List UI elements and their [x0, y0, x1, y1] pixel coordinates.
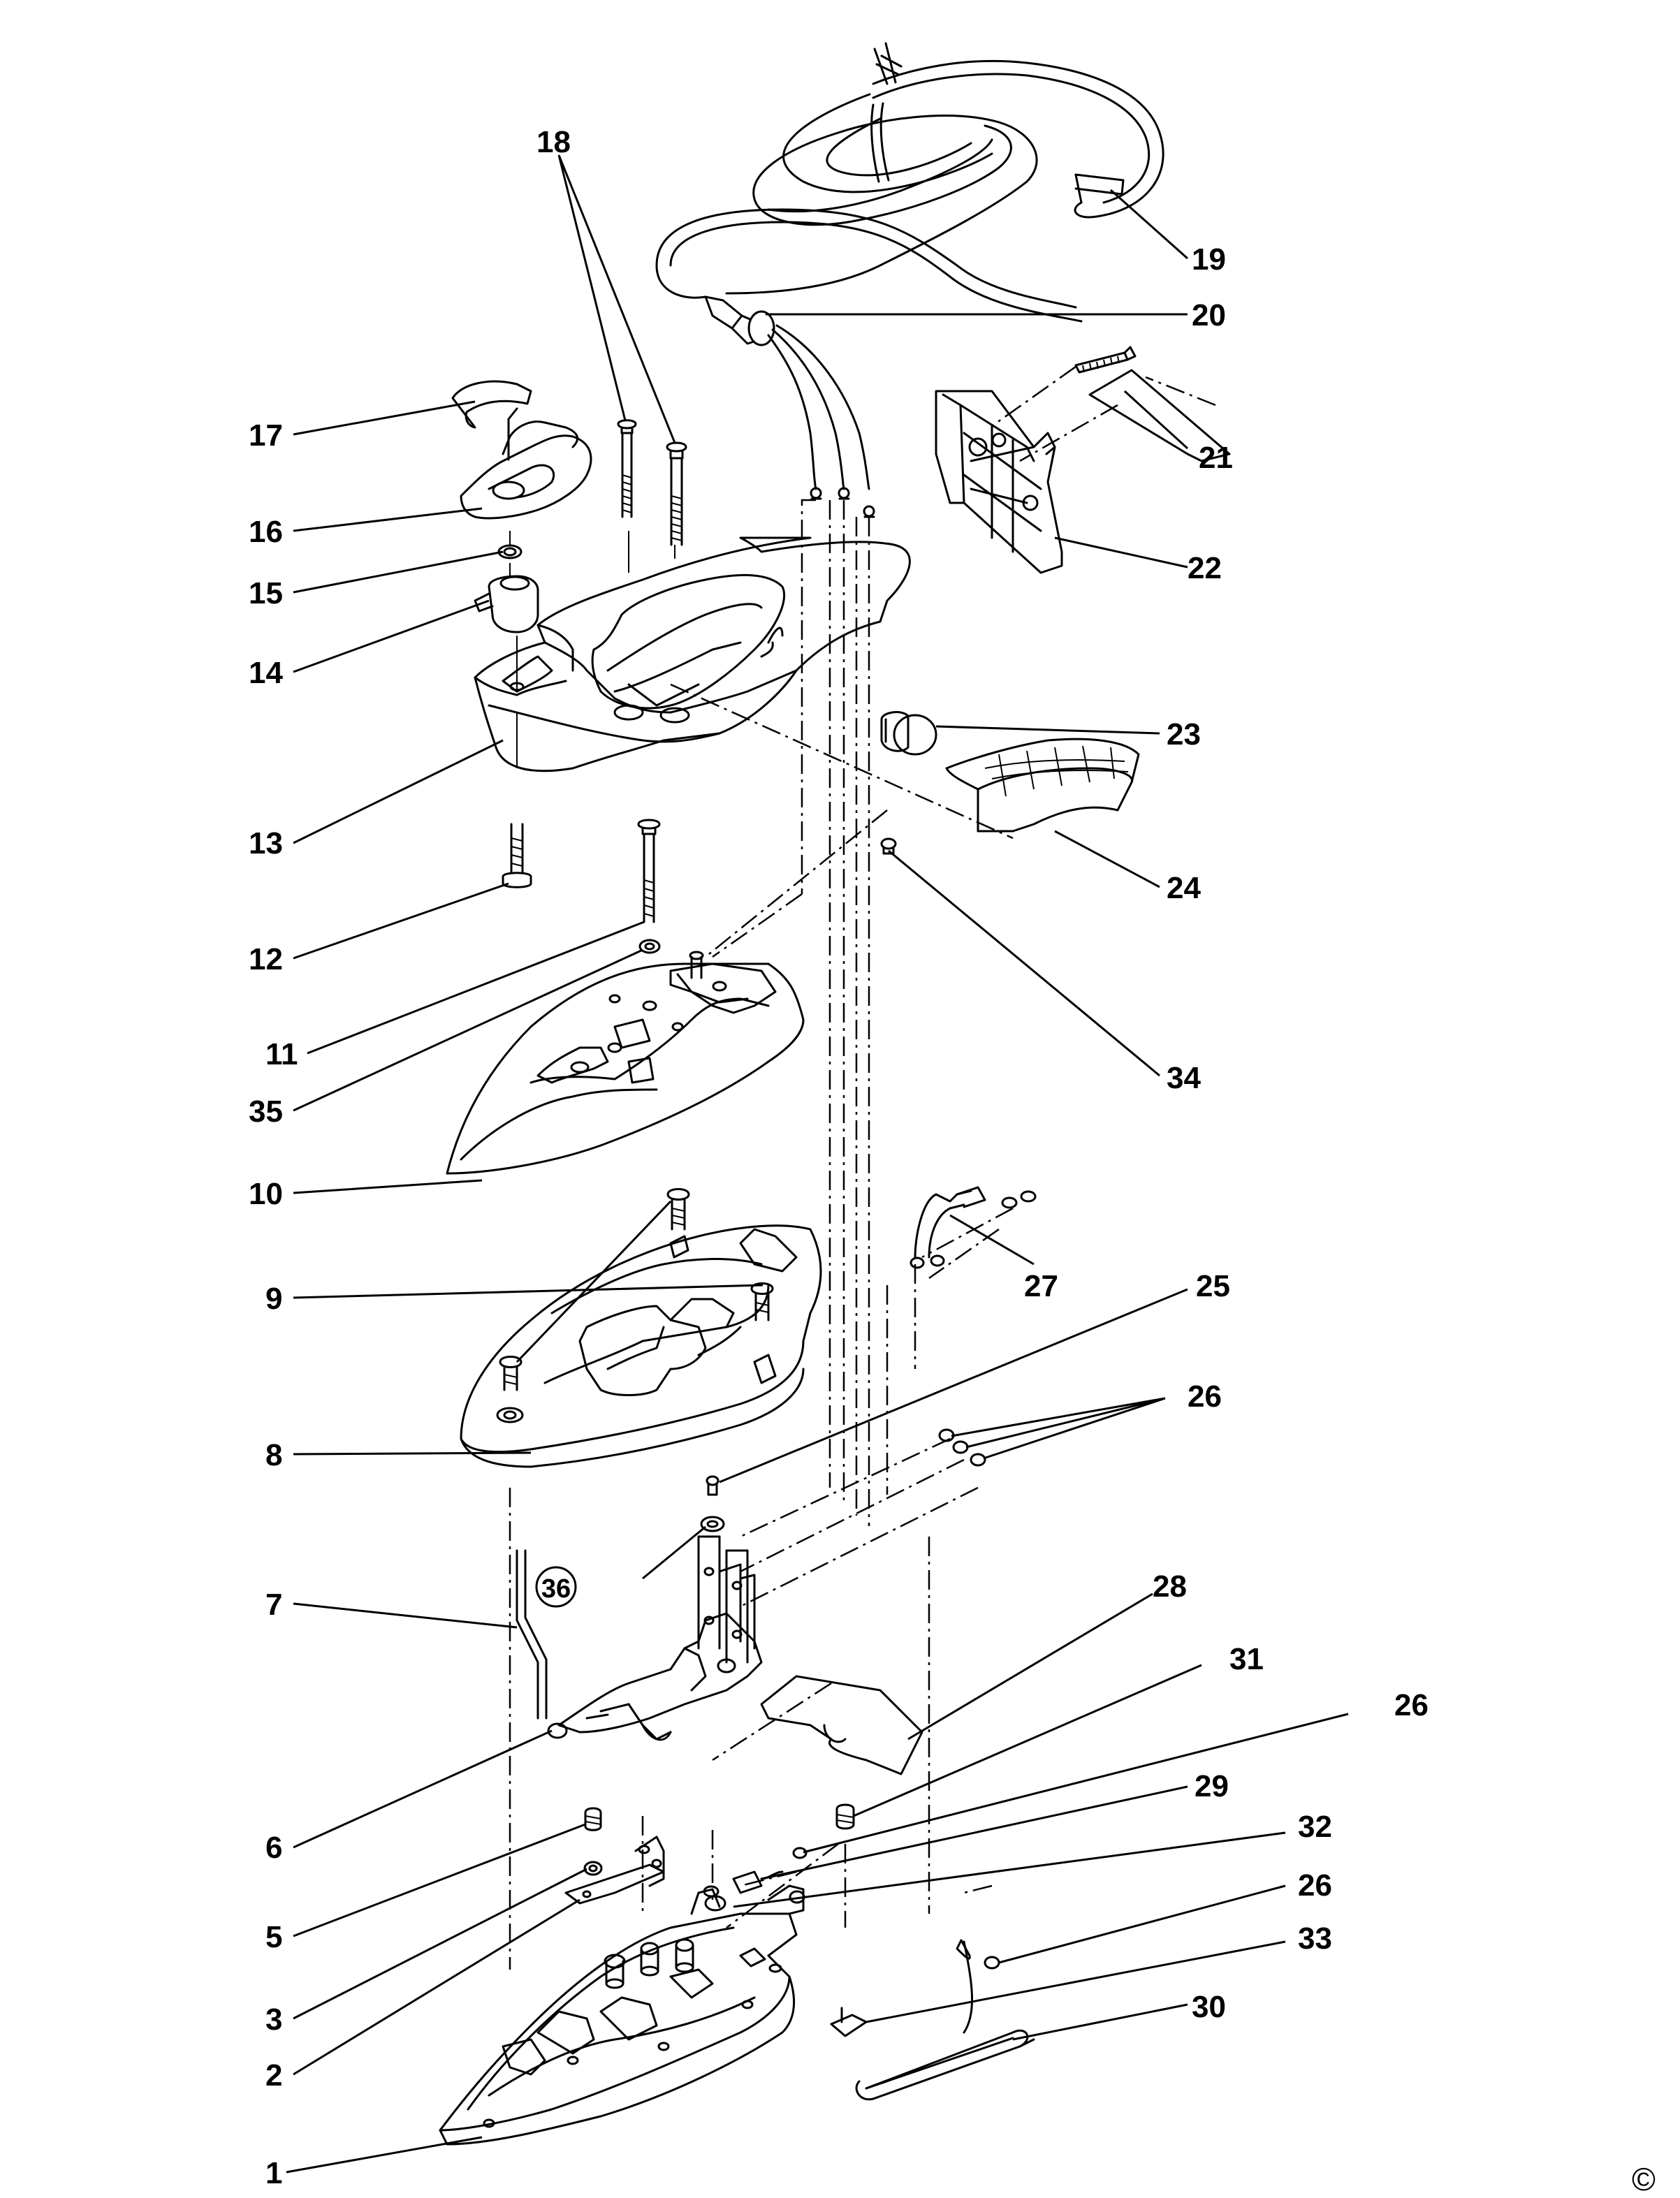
small-screw-34-drawing — [880, 837, 897, 855]
part-label-23: 23 — [1167, 717, 1201, 752]
leader-36 — [642, 1525, 706, 1580]
leader-14 — [293, 599, 490, 673]
leader-32 — [733, 1831, 1286, 1908]
part-label-5: 5 — [265, 1920, 282, 1954]
leader-2 — [293, 1898, 580, 2076]
part-label-31: 31 — [1229, 1642, 1264, 1676]
circled-label-36-text: 36 — [541, 1574, 571, 1604]
temperature-dial-drawing — [451, 380, 592, 691]
leader-31 — [853, 1664, 1202, 1817]
leader-7 — [293, 1602, 518, 1629]
copyright-mark: © — [1632, 2161, 1656, 2197]
inner-case-drawing — [460, 1224, 822, 1468]
wiring-dashdot-lines — [509, 376, 1216, 1970]
part-label-15: 15 — [249, 576, 283, 610]
part-label-7: 7 — [265, 1588, 282, 1622]
leader-25 — [719, 1288, 1188, 1483]
leader-27 — [949, 1214, 1035, 1266]
leader-21 — [1123, 390, 1189, 450]
part-label-12: 12 — [249, 942, 283, 976]
leader-33 — [865, 1940, 1286, 2023]
leader-34 — [888, 849, 1160, 1077]
leader-28 — [907, 1592, 1153, 1741]
part-label-10: 10 — [249, 1177, 283, 1211]
leader-16 — [293, 507, 483, 532]
part-label-28: 28 — [1153, 1569, 1187, 1604]
leader-22 — [1054, 536, 1188, 569]
part-labels: 1 2 3 5 6 7 8 9 10 11 35 12 13 14 15 16 … — [249, 125, 1429, 2190]
screws-12-11-drawing — [502, 819, 661, 954]
leader-15 — [293, 550, 504, 594]
leader-12 — [293, 882, 509, 960]
part-label-35: 35 — [249, 1094, 283, 1129]
part-label-24: 24 — [1167, 871, 1201, 905]
part-label-27: 27 — [1024, 1269, 1058, 1303]
part-label-11: 11 — [265, 1037, 298, 1071]
leader-29 — [761, 1785, 1188, 1880]
part-label-18: 18 — [536, 125, 571, 159]
part-label-26-middle: 26 — [1394, 1688, 1429, 1722]
part-label-19: 19 — [1192, 242, 1226, 277]
part-label-6: 6 — [265, 1831, 282, 1865]
small-parts-lower-right-drawing — [704, 1803, 1035, 2101]
part-label-14: 14 — [249, 656, 283, 690]
part-label-29: 29 — [1195, 1769, 1229, 1803]
part-label-30: 30 — [1192, 1990, 1226, 2024]
leader-lines — [286, 154, 1349, 2174]
power-cord-drawing — [655, 42, 1164, 518]
leader-19 — [1110, 189, 1188, 260]
part-label-26-upper: 26 — [1188, 1379, 1222, 1414]
leader-18 — [557, 154, 676, 444]
leader-35 — [293, 948, 643, 1112]
leader-10 — [293, 1179, 483, 1194]
part-label-2: 2 — [265, 2058, 282, 2093]
leader-5 — [293, 1823, 586, 1937]
part-label-9: 9 — [265, 1282, 282, 1316]
rear-cover-drawing — [935, 346, 1231, 574]
thermostat-assembly-drawing — [516, 1535, 763, 1741]
connector-27-drawing — [910, 1186, 1037, 1467]
part-label-20: 20 — [1192, 298, 1226, 332]
part-label-17: 17 — [249, 418, 283, 453]
upper-housing-drawing — [446, 951, 805, 1175]
long-screws-drawing — [617, 419, 687, 546]
leader-6 — [293, 1729, 553, 1849]
circled-label-36: 36 — [535, 1566, 577, 1608]
leader-23 — [935, 725, 1160, 735]
button-and-panel-drawing — [880, 711, 1140, 833]
leader-3 — [293, 1868, 587, 2020]
part-label-25: 25 — [1196, 1269, 1230, 1303]
leader-9 — [293, 1200, 764, 1363]
leader-8 — [293, 1451, 532, 1456]
leader-17 — [293, 400, 476, 436]
part-label-32: 32 — [1298, 1810, 1332, 1844]
leader-24 — [1054, 830, 1160, 888]
heat-shield-28-drawing — [760, 1675, 923, 1775]
leader-30 — [1012, 2003, 1188, 2041]
part-label-21: 21 — [1199, 441, 1233, 475]
part-label-16: 16 — [249, 515, 283, 549]
leader-26-upper — [951, 1397, 1166, 1460]
leader-11 — [307, 921, 645, 1055]
part-label-13: 13 — [249, 826, 283, 860]
handle-drawing — [474, 531, 911, 772]
part-label-26-lower: 26 — [1298, 1868, 1332, 1903]
part-label-8: 8 — [265, 1438, 282, 1472]
part-label-34: 34 — [1167, 1061, 1201, 1095]
soleplate-drawing — [439, 1884, 805, 2146]
screw-25-washer-36-drawing — [700, 1475, 725, 1532]
leader-26-middle — [803, 1713, 1349, 1854]
small-parts-5-3-2-drawing — [564, 1807, 665, 1905]
leader-13 — [293, 739, 504, 844]
part-label-3: 3 — [265, 2002, 282, 2037]
part-label-22: 22 — [1188, 551, 1222, 585]
leader-26-lower — [998, 1884, 1286, 1964]
part-label-33: 33 — [1298, 1921, 1332, 1956]
part-label-1: 1 — [265, 2156, 282, 2190]
leader-1 — [286, 2136, 483, 2174]
